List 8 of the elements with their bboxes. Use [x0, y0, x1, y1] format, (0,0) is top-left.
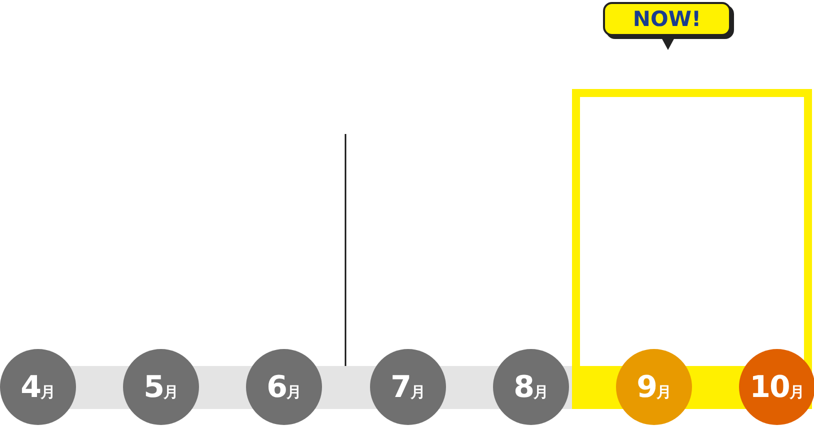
month-badge: 6月 — [246, 349, 322, 425]
month-badge: 8月 — [493, 349, 569, 425]
month-badge: 5月 — [123, 349, 199, 425]
month-badge: 4月 — [0, 349, 76, 425]
month-badge: 10月 — [739, 349, 814, 425]
month-badge: 7月 — [370, 349, 446, 425]
speech-bubble: NOW! — [603, 2, 731, 36]
month-badge: 9月 — [616, 349, 692, 425]
